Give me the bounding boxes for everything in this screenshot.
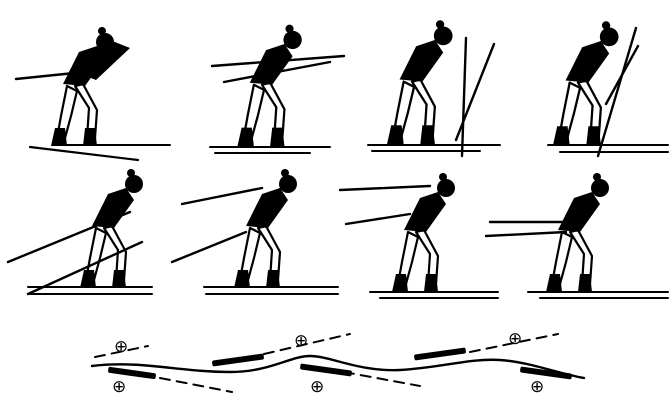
frame-5 — [8, 169, 152, 294]
marker-plus-circle-icon: ⊕ — [508, 329, 522, 349]
frame-1 — [16, 27, 170, 160]
frame-2 — [210, 25, 344, 153]
ski-pole — [340, 186, 430, 190]
ski-pole — [456, 44, 494, 140]
ski-pole — [606, 46, 638, 104]
skier-figure — [553, 21, 619, 145]
marker-plus-circle-icon: ⊕ — [112, 377, 126, 397]
ski-pole — [462, 38, 466, 156]
marker-plus-circle-icon: ⊕ — [310, 377, 324, 397]
frame-7 — [340, 173, 498, 298]
skier-figure — [238, 25, 302, 146]
dashed-guide — [160, 378, 232, 392]
ski-pole — [486, 232, 566, 236]
frame-8 — [486, 173, 668, 298]
trajectory-markers: ⊕ ⊕ ⊕ ⊕ ⊕ ⊕ — [112, 329, 544, 397]
skier-figure — [234, 169, 297, 288]
dashed-guide — [344, 372, 420, 386]
ski-segment — [414, 347, 466, 360]
frame-3 — [368, 20, 500, 156]
marker-plus-circle-icon: ⊕ — [114, 337, 128, 357]
frame-4 — [548, 21, 668, 156]
frame-6 — [172, 169, 338, 294]
ski-track — [30, 147, 138, 160]
ski-pole — [346, 214, 410, 224]
ski-segment — [212, 353, 264, 366]
ski-pole — [182, 188, 262, 204]
skier-figure — [387, 20, 453, 144]
marker-plus-circle-icon: ⊕ — [294, 331, 308, 351]
marker-plus-circle-icon: ⊕ — [530, 377, 544, 397]
ski-pole — [172, 232, 246, 262]
ski-segment — [300, 363, 352, 376]
skier-figure — [392, 173, 455, 292]
